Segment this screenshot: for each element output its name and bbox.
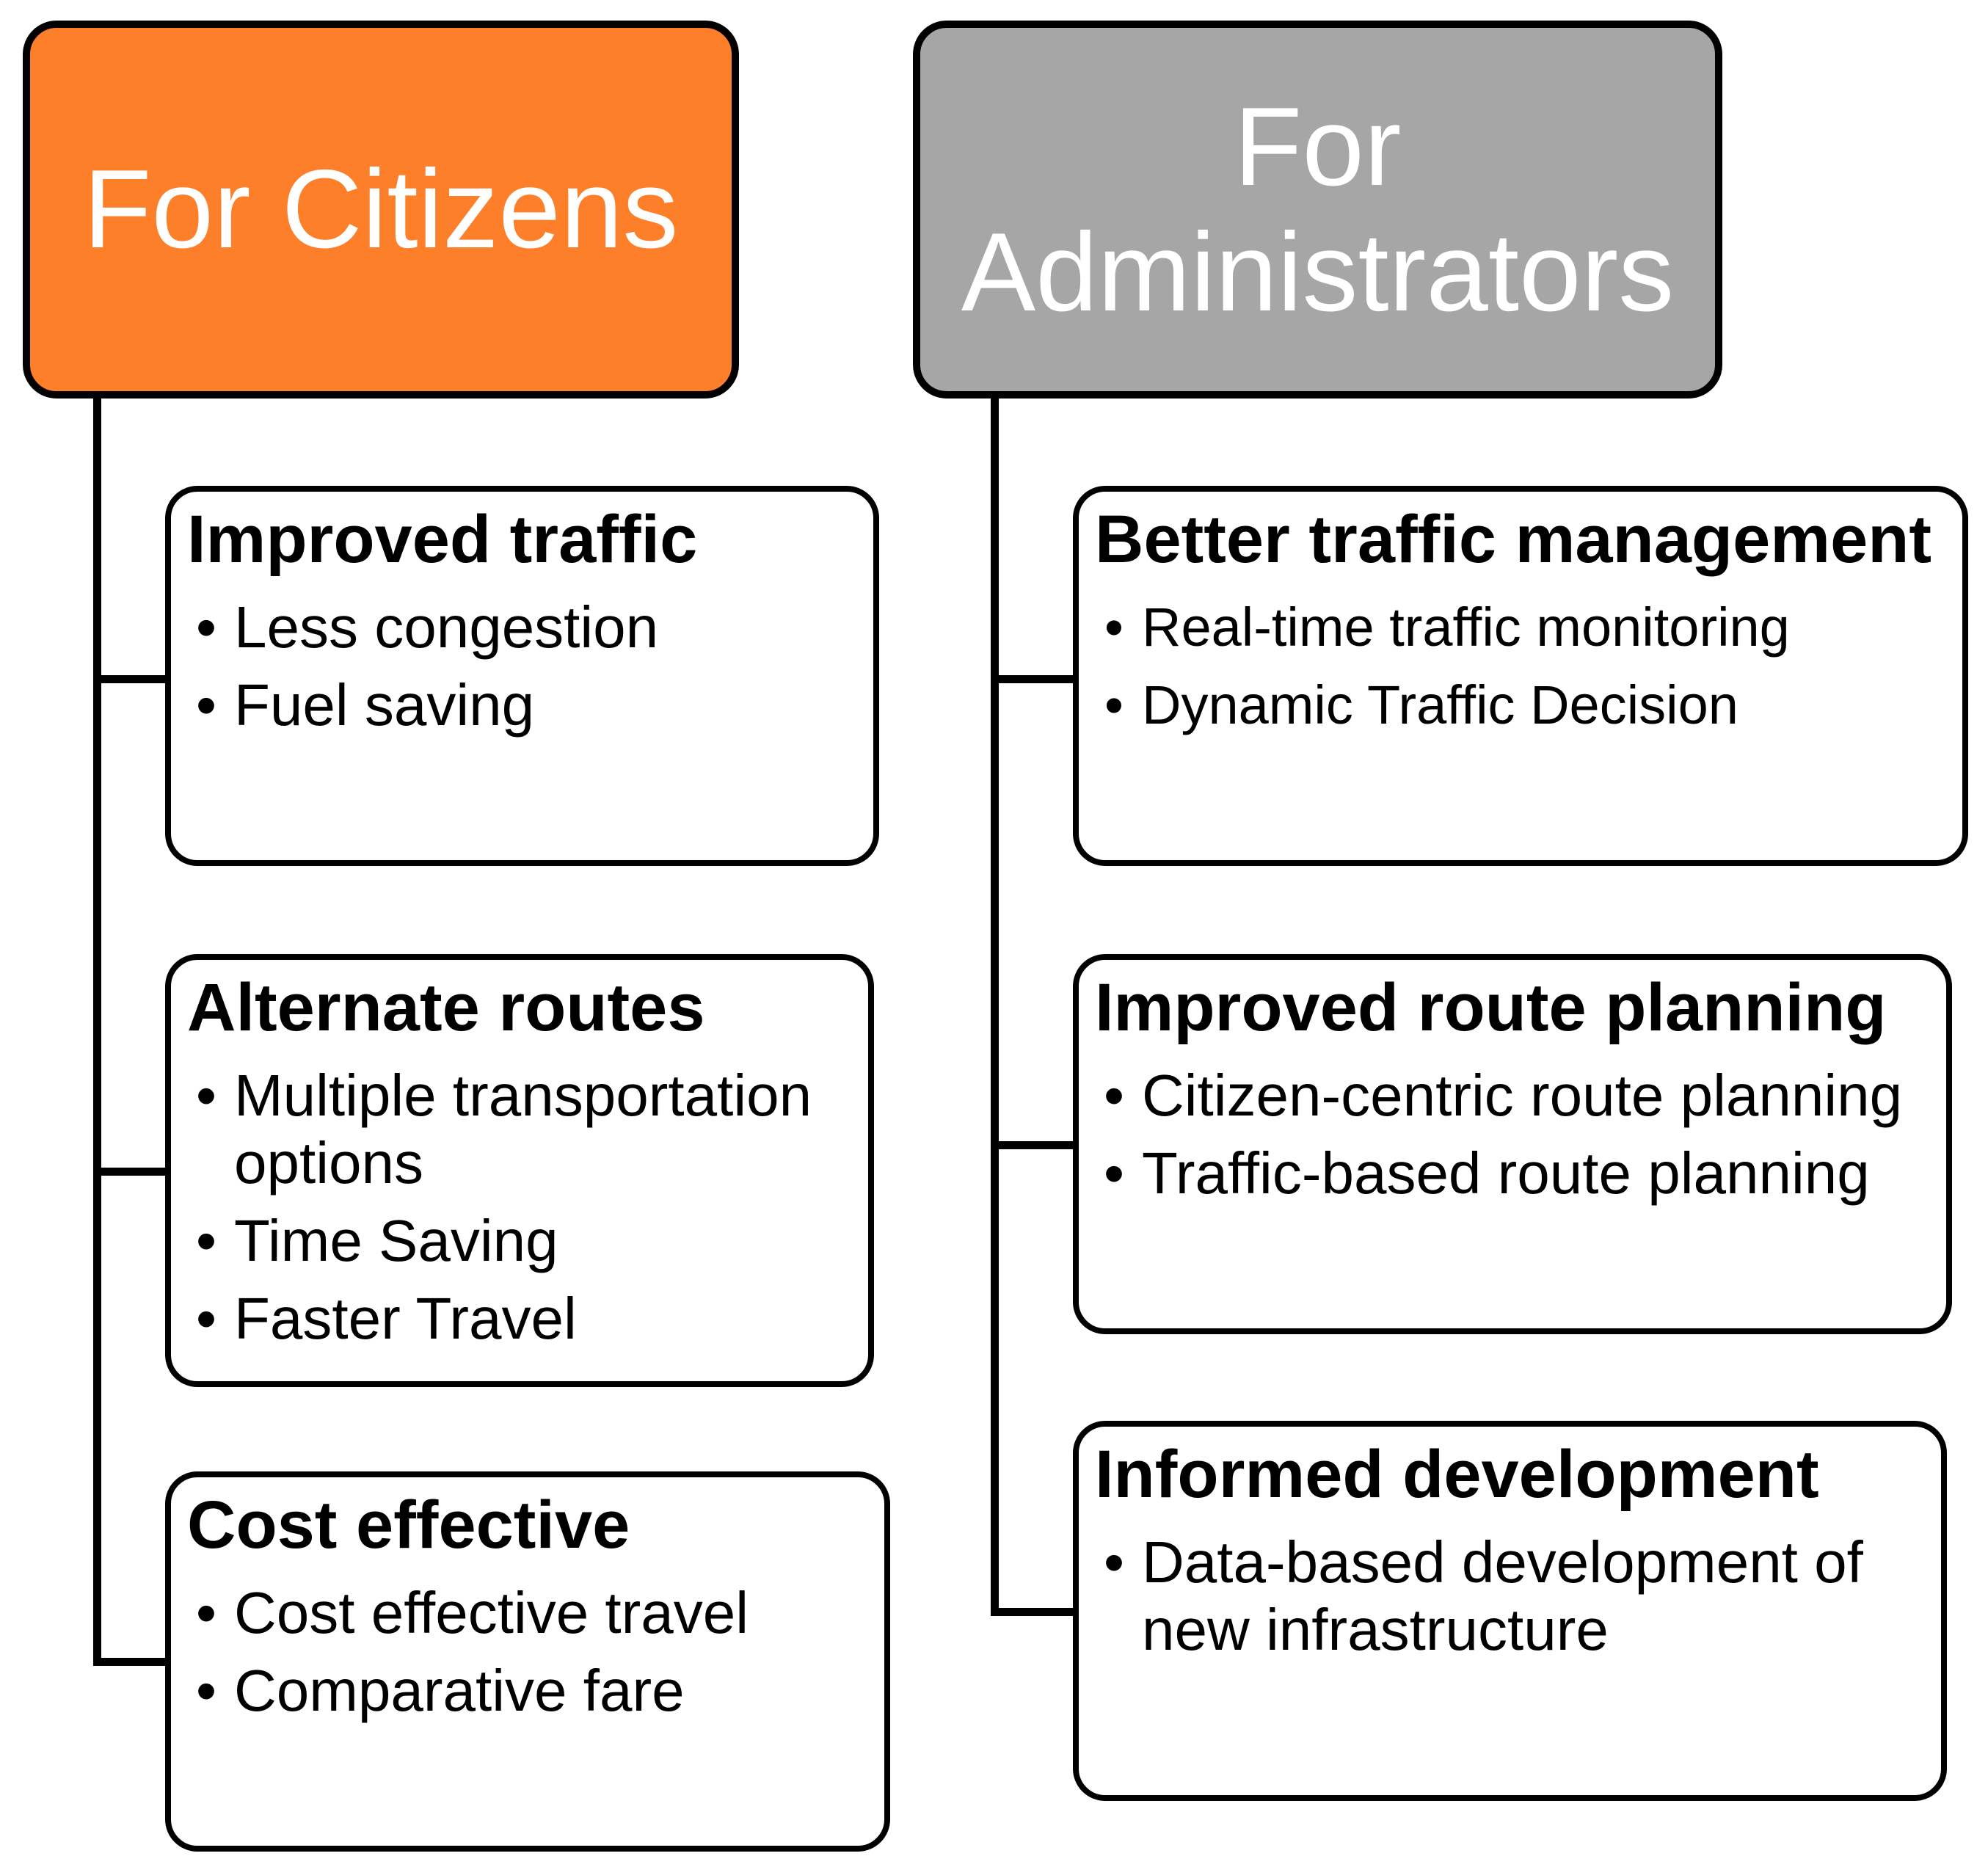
bullet-icon: • xyxy=(195,594,216,660)
bullet-item: • Faster Travel xyxy=(187,1285,853,1353)
bullet-icon: • xyxy=(1104,674,1124,736)
bullet-icon: • xyxy=(195,1208,216,1274)
bullet-item: • Data-based development of new infrastru… xyxy=(1095,1529,1926,1664)
bullet-text: Traffic-based route planning xyxy=(1142,1140,1870,1207)
bullet-icon: • xyxy=(195,1063,216,1129)
bullet-item: • Dynamic Traffic Decision xyxy=(1095,672,1948,739)
bullet-text: Faster Travel xyxy=(234,1286,577,1352)
card-bullet-list: • Multiple transportation options • Time S… xyxy=(187,1062,853,1353)
bullet-item: • Time Saving xyxy=(187,1207,853,1275)
card-bullet-list: • Data-based development of new infrastru… xyxy=(1095,1529,1926,1664)
citizens-branch-line xyxy=(93,675,171,683)
citizens-header-line: For Citizens xyxy=(83,147,679,272)
card-title: Improved route planning xyxy=(1095,970,1887,1045)
card-informed-development: Informed development • Data-based develop… xyxy=(1073,1421,1947,1801)
card-title: Improved traffic xyxy=(187,502,698,577)
citizens-header: For Citizens xyxy=(23,21,739,398)
bullet-item: • Comparative fare xyxy=(187,1657,870,1725)
card-title: Alternate routes xyxy=(187,970,705,1045)
bullet-text: Real-time traffic monitoring xyxy=(1142,597,1790,658)
card-bullet-list: • Cost effective travel • Comparative fare xyxy=(187,1579,870,1725)
bullet-text: Comparative fare xyxy=(234,1658,685,1724)
bullet-item: • Cost effective travel xyxy=(187,1579,870,1647)
bullet-text: Data-based development of new infrastruc… xyxy=(1142,1529,1863,1663)
card-bullet-list: • Less congestion • Fuel saving xyxy=(187,594,859,739)
bullet-item: • Traffic-based route planning xyxy=(1095,1140,1931,1207)
administrators-branch-line xyxy=(991,1141,1075,1149)
administrators-branch-line xyxy=(991,675,1075,683)
bullet-icon: • xyxy=(1103,1063,1124,1129)
bullet-icon: • xyxy=(195,672,216,738)
bullet-item: • Fuel saving xyxy=(187,672,859,739)
citizens-branch-line xyxy=(93,1658,171,1666)
administrators-header-line: Administrators xyxy=(961,209,1675,335)
bullet-item: • Multiple transportation options xyxy=(187,1062,853,1197)
card-improved-traffic: Improved traffic • Less congestion • Fuel … xyxy=(165,486,879,866)
administrators-header-line: For xyxy=(1234,84,1402,210)
bullet-icon: • xyxy=(195,1658,216,1724)
bullet-text: Dynamic Traffic Decision xyxy=(1142,674,1738,736)
card-title: Cost effective xyxy=(187,1488,630,1562)
bullet-text: Multiple transportation options xyxy=(234,1063,812,1196)
bullet-text: Time Saving xyxy=(234,1208,558,1274)
citizens-trunk-line xyxy=(93,396,101,1665)
card-bullet-list: • Real-time traffic monitoring • Dynamic T… xyxy=(1095,594,1948,739)
card-bullet-list: • Citizen-centric route planning • Traffic… xyxy=(1095,1062,1931,1207)
bullet-text: Cost effective travel xyxy=(234,1580,749,1646)
bullet-icon: • xyxy=(195,1580,216,1646)
card-better-traffic-management: Better traffic management • Real-time tra… xyxy=(1073,486,1968,866)
card-improved-route-planning: Improved route planning • Citizen-centric… xyxy=(1073,954,1952,1334)
card-title: Better traffic management xyxy=(1095,502,1932,577)
bullet-text: Citizen-centric route planning xyxy=(1142,1063,1903,1129)
bullet-icon: • xyxy=(1104,597,1124,658)
bullet-icon: • xyxy=(195,1286,216,1352)
bullet-item: • Citizen-centric route planning xyxy=(1095,1062,1931,1129)
citizens-branch-line xyxy=(93,1168,171,1176)
bullet-icon: • xyxy=(1103,1529,1124,1595)
administrators-header: For Administrators xyxy=(913,21,1722,398)
bullet-item: • Real-time traffic monitoring xyxy=(1095,594,1948,661)
bullet-item: • Less congestion xyxy=(187,594,859,661)
card-title: Informed development xyxy=(1095,1437,1819,1512)
bullet-text: Less congestion xyxy=(234,594,659,660)
bullet-icon: • xyxy=(1103,1140,1124,1207)
administrators-trunk-line xyxy=(991,396,999,1616)
card-alternate-routes: Alternate routes • Multiple transportatio… xyxy=(165,954,874,1387)
bullet-text: Fuel saving xyxy=(234,672,535,738)
card-cost-effective: Cost effective • Cost effective travel • C… xyxy=(165,1471,890,1852)
administrators-branch-line xyxy=(991,1608,1075,1616)
